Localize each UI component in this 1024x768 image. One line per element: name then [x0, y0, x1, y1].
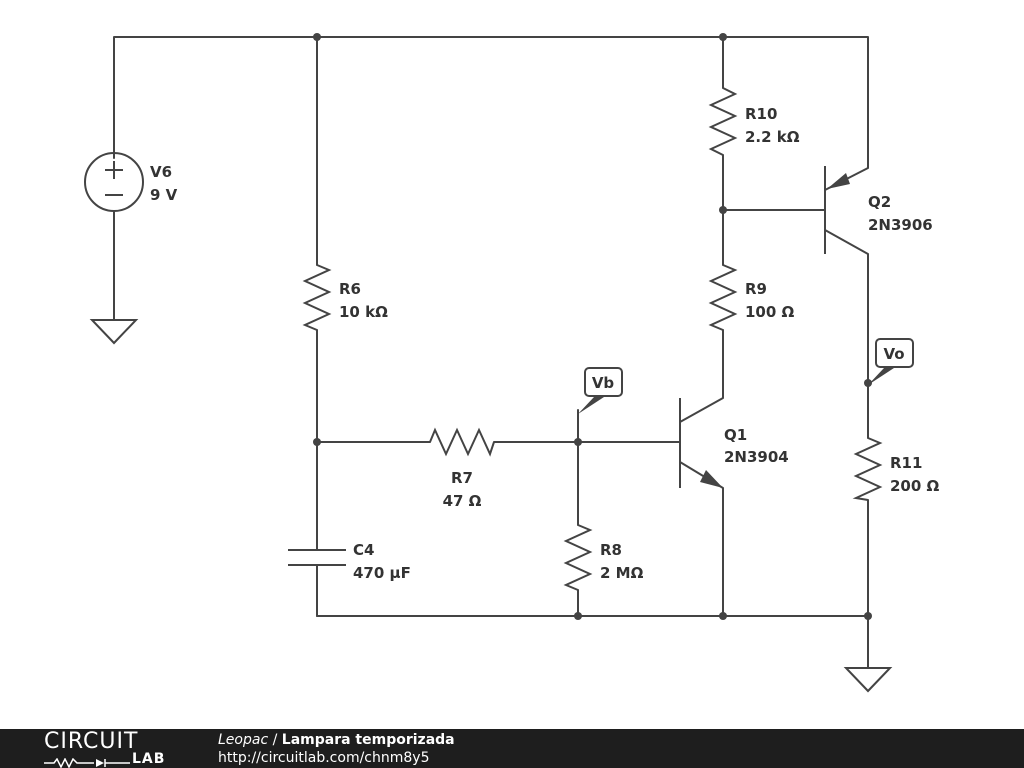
resistor-r9[interactable]: R9 100 Ω [708, 264, 795, 331]
logo-circuit-text: CIRCUIT [44, 729, 139, 754]
v6-name: V6 [150, 163, 172, 181]
wire-top-rail [113, 36, 869, 169]
q1-name: Q1 [724, 426, 747, 444]
r8-value: 2 MΩ [600, 564, 644, 582]
circuit-title: Lampara temporizada [281, 732, 455, 748]
probe-vo[interactable]: Vo [868, 338, 914, 385]
transistor-q2[interactable]: Q2 2N3906 [824, 166, 933, 255]
q1-emitter-arrow-icon [700, 470, 723, 488]
r9-value: 100 Ω [745, 303, 795, 321]
transistor-q1[interactable]: Q1 2N3904 [679, 397, 789, 489]
author-link[interactable]: Leopac [218, 732, 269, 748]
resistor-r6[interactable]: R6 10 kΩ [302, 264, 388, 331]
ground-left-icon [89, 319, 139, 345]
r6-value: 10 kΩ [339, 303, 388, 321]
credit-separator: / [268, 732, 282, 748]
resistor-r8[interactable]: R8 2 MΩ [563, 524, 644, 591]
resistor-r7[interactable]: R7 47 Ω [429, 427, 495, 510]
probe-vb-pointer-icon [578, 397, 604, 414]
r8-name: R8 [600, 541, 622, 559]
junctions [313, 33, 872, 620]
r11-value: 200 Ω [890, 477, 940, 495]
probe-vb[interactable]: Vb [577, 367, 623, 443]
q2-emitter-arrow-icon [827, 173, 850, 189]
circuit-credit: Leopac / Lampara temporizada [218, 731, 455, 749]
probe-vo-pointer-icon [868, 368, 894, 385]
resistor-r11[interactable]: R11 200 Ω [852, 437, 940, 501]
r10-value: 2.2 kΩ [745, 128, 800, 146]
circuitlab-logo[interactable]: LAB [44, 751, 174, 768]
q2-name: Q2 [868, 193, 891, 211]
logo-lab-text: LAB [132, 751, 166, 767]
r7-value: 47 Ω [443, 492, 482, 510]
footer-bar: CIRCUIT LAB Leopac / Lampara temporizada… [0, 729, 1024, 768]
c4-name: C4 [353, 541, 374, 559]
circuit-url-link[interactable]: http://circuitlab.com/chnm8y5 [218, 750, 430, 766]
q2-value: 2N3906 [868, 216, 933, 234]
v6-value: 9 V [150, 186, 178, 204]
probe-vb-label: Vb [592, 374, 615, 392]
r11-name: R11 [890, 454, 922, 472]
capacitor-c4[interactable]: C4 470 µF [288, 541, 411, 582]
q1-value: 2N3904 [724, 448, 789, 466]
r6-name: R6 [339, 280, 361, 298]
voltage-source-v6[interactable]: V6 9 V [84, 152, 178, 212]
r10-name: R10 [745, 105, 777, 123]
resistor-r10[interactable]: R10 2.2 kΩ [708, 87, 800, 156]
r9-name: R9 [745, 280, 767, 298]
c4-value: 470 µF [353, 564, 411, 582]
ground-right-icon [843, 667, 893, 693]
logo-resistor-diode-icon [44, 758, 130, 768]
r7-name: R7 [451, 469, 473, 487]
probe-vo-label: Vo [883, 345, 904, 363]
